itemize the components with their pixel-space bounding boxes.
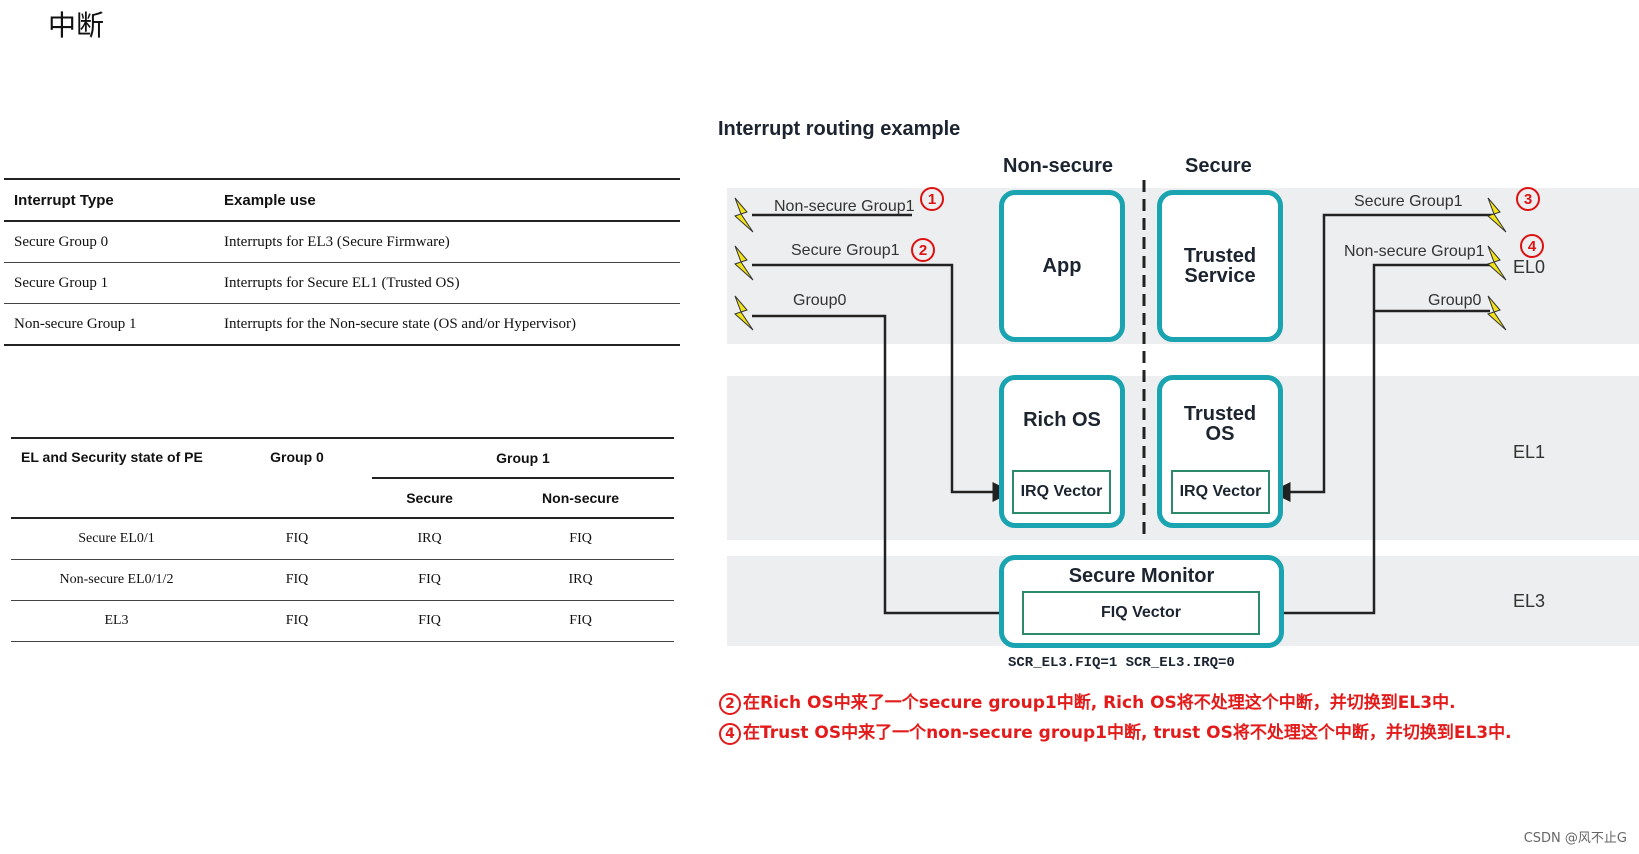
trusted-service-box: Trusted Service: [1157, 190, 1283, 342]
el-security-table: EL and Security state of PE Group 0 Grou…: [11, 437, 674, 642]
table-cell: Interrupts for EL3 (Secure Firmware): [214, 221, 680, 263]
column-header-secure: Secure: [372, 478, 488, 519]
rich-os-label: Rich OS: [1023, 409, 1101, 431]
lightning-icon: [734, 245, 754, 281]
scr-settings: SCR_EL3.FIQ=1 SCR_EL3.IRQ=0: [1008, 655, 1235, 671]
lightning-icon: [734, 197, 754, 233]
step-marker: 1: [920, 187, 944, 211]
table-cell: Secure Group 0: [4, 221, 214, 263]
table-cell: Interrupts for Secure EL1 (Trusted OS): [214, 262, 680, 304]
table-cell: Non-secure EL0/1/2: [11, 559, 222, 601]
table-row: Secure Group 0 Interrupts for EL3 (Secur…: [4, 221, 680, 263]
table-cell: FIQ: [372, 600, 488, 642]
route-line: [1259, 263, 1490, 623]
table-cell: IRQ: [487, 559, 674, 601]
source-label: Group0: [1428, 292, 1482, 309]
nonsecure-header: Non-secure: [1003, 155, 1114, 177]
step-marker: 3: [1516, 187, 1540, 211]
trusted-os-label: Trusted: [1183, 403, 1257, 425]
table-row: EL3 FIQ FIQ FIQ: [11, 600, 674, 642]
route-line: [752, 314, 1023, 623]
irq-vector-left: IRQ Vector: [1012, 470, 1111, 514]
source-label: Secure Group1: [791, 242, 900, 259]
interrupt-types-table: Interrupt Type Example use Secure Group …: [4, 178, 680, 346]
source-label: Group0: [793, 292, 847, 309]
page-title: 中断: [48, 9, 105, 42]
table-row: Secure Group 1 Interrupts for Secure EL1…: [4, 262, 680, 304]
app-label: App: [1042, 255, 1082, 277]
table-cell: Interrupts for the Non-secure state (OS …: [214, 303, 680, 346]
fiq-vector: FIQ Vector: [1022, 591, 1260, 635]
step-marker: 4: [1520, 234, 1544, 258]
lightning-icon: [1487, 245, 1507, 281]
el0-label: EL0: [1513, 257, 1546, 277]
table-cell: FIQ: [222, 559, 372, 601]
column-header-nonsecure: Non-secure: [487, 478, 674, 519]
table-cell: FIQ: [222, 518, 372, 560]
table-cell: Non-secure Group 1: [4, 303, 214, 346]
el3-label: EL3: [1513, 591, 1546, 611]
app-box: App: [999, 190, 1125, 342]
trusted-os-label: OS: [1205, 423, 1235, 445]
table-cell: FIQ: [487, 518, 674, 560]
table-row: Non-secure EL0/1/2 FIQ FIQ IRQ: [11, 559, 674, 601]
note-marker: 4: [719, 723, 741, 745]
table-row: Secure EL0/1 FIQ IRQ FIQ: [11, 518, 674, 560]
table-cell: Secure EL0/1: [11, 518, 222, 560]
lightning-icon: [734, 295, 754, 331]
column-header-group1: Group 1: [372, 438, 674, 479]
route-line: [752, 263, 1013, 502]
interrupt-routing-diagram: Interrupt routing example Non-secure Sec…: [695, 100, 1639, 754]
watermark: CSDN @风不止G: [1523, 831, 1627, 846]
note-marker: 2: [719, 693, 741, 715]
column-header-group0: Group 0: [222, 438, 372, 519]
lightning-icon: [1487, 197, 1507, 233]
column-header-interrupt-type: Interrupt Type: [4, 178, 214, 222]
step-marker: 2: [911, 238, 935, 262]
diagram-title: Interrupt routing example: [718, 118, 961, 140]
note-text: 在Rich OS中来了一个secure group1中断, Rich OS将不处…: [743, 693, 1456, 713]
note-text: 在Trust OS中来了一个non-secure group1中断, trust…: [743, 723, 1512, 743]
secure-monitor-label: Secure Monitor: [1068, 565, 1215, 587]
trusted-service-label: Service: [1184, 265, 1256, 287]
source-label: Non-secure Group1: [774, 198, 915, 215]
source-label: Secure Group1: [1354, 193, 1463, 210]
table-cell: IRQ: [372, 518, 488, 560]
el1-label: EL1: [1513, 442, 1546, 462]
table-cell: FIQ: [372, 559, 488, 601]
table-cell: Secure Group 1: [4, 262, 214, 304]
table-row: Non-secure Group 1 Interrupts for the No…: [4, 303, 680, 346]
table-cell: FIQ: [222, 600, 372, 642]
lightning-icon: [1487, 295, 1507, 331]
routing-lines: [734, 180, 1507, 623]
source-label: Non-secure Group1: [1344, 243, 1485, 260]
column-header-example-use: Example use: [214, 178, 680, 222]
table-cell: EL3: [11, 600, 222, 642]
irq-vector-right: IRQ Vector: [1171, 470, 1270, 514]
route-line: [1270, 213, 1495, 502]
secure-header: Secure: [1185, 155, 1252, 177]
trusted-service-label: Trusted: [1183, 245, 1257, 267]
column-header-el-state: EL and Security state of PE: [11, 438, 222, 519]
table-cell: FIQ: [487, 600, 674, 642]
